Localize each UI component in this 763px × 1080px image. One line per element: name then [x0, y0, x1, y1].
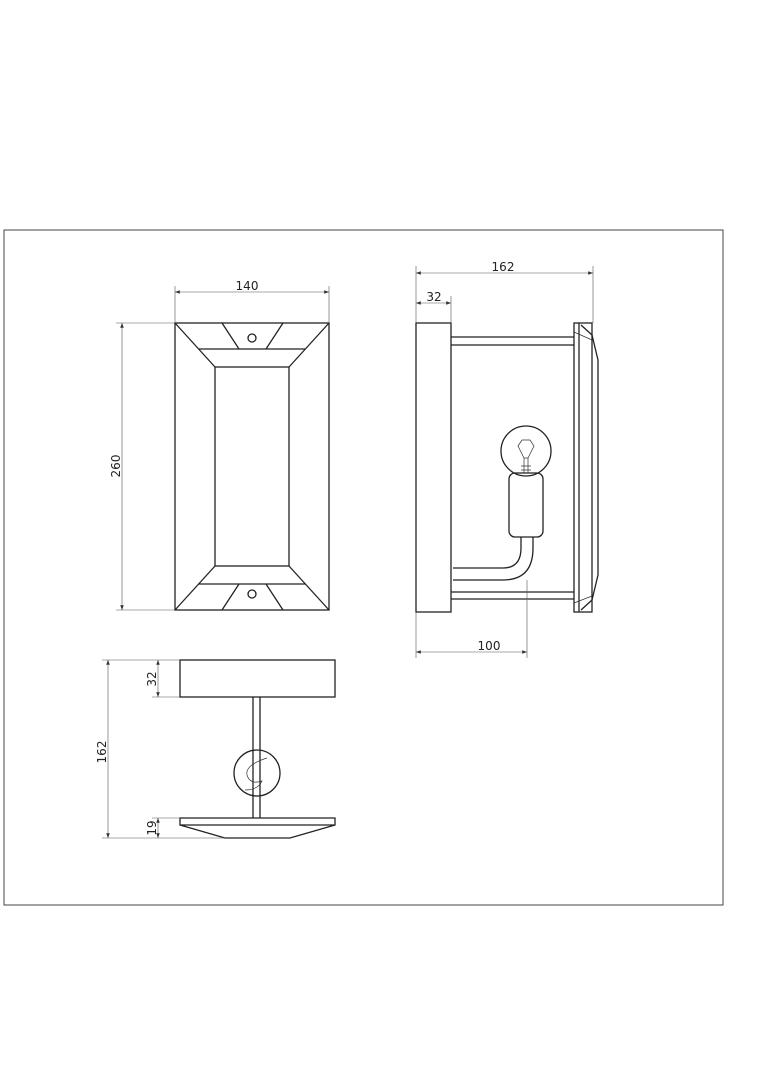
top-shade-dimension: 19	[145, 820, 159, 835]
top-depth-dimension: 162	[95, 741, 109, 764]
light-bulb-icon	[500, 425, 552, 477]
front-width-dimension: 140	[236, 279, 259, 293]
front-view: 140 260	[109, 279, 330, 611]
side-plate-dimension: 32	[426, 290, 441, 304]
side-view: 162 32 100	[415, 260, 599, 658]
bulb-socket	[508, 472, 544, 538]
side-depth-dimension: 162	[492, 260, 515, 274]
mounting-hole-icon	[247, 333, 257, 343]
top-plate-dimension: 32	[145, 671, 159, 686]
top-view: 162 32 19	[95, 659, 336, 839]
front-height-dimension: 260	[109, 455, 123, 478]
side-arm-dimension: 100	[478, 639, 501, 653]
mounting-hole-icon	[247, 589, 257, 599]
drawing-frame	[3, 229, 724, 906]
bulb-top-icon	[233, 749, 281, 797]
